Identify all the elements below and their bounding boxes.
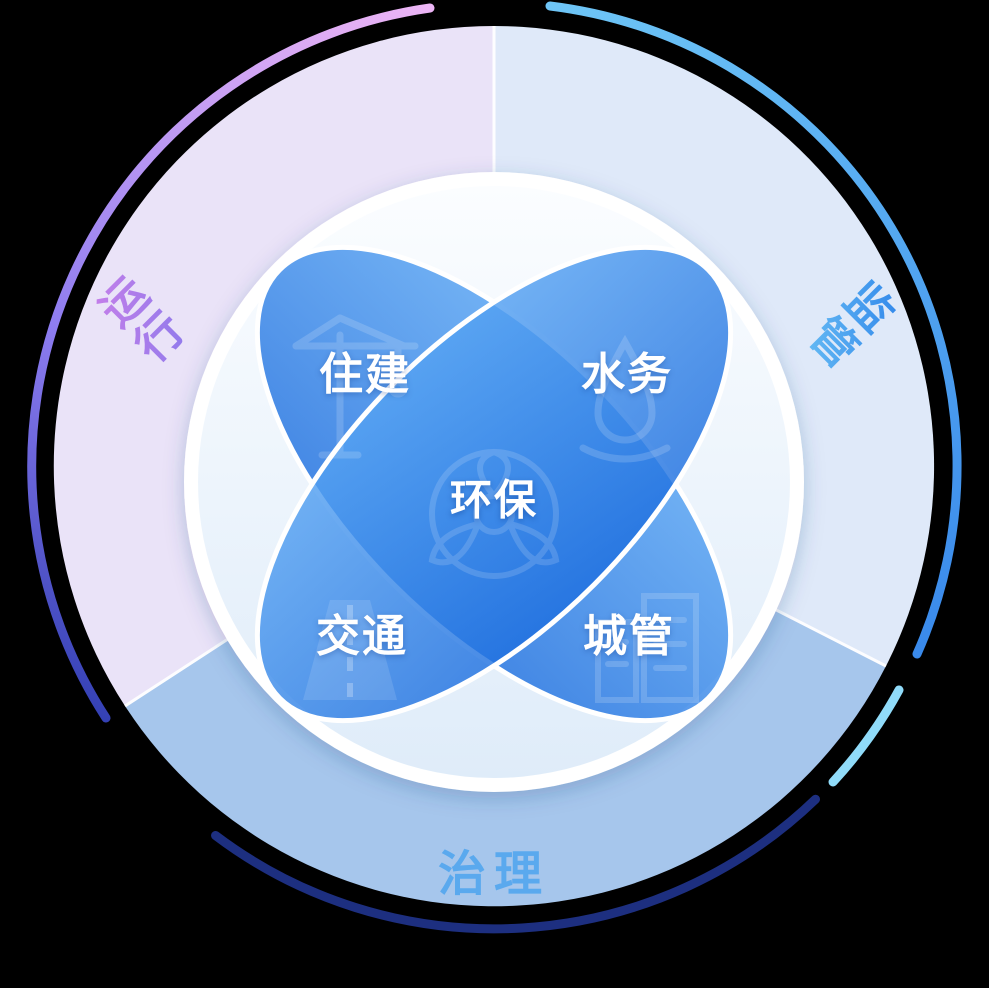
outer-arc-blue bbox=[545, 1, 962, 659]
module-label-zhujian: 住建 bbox=[319, 349, 411, 400]
outer-arc-purple bbox=[27, 3, 435, 723]
outer-decorative-arcs bbox=[27, 1, 962, 934]
road-icon bbox=[303, 600, 397, 700]
sector-label-zhili: 治理 bbox=[437, 846, 551, 902]
center-module-label: 环保 bbox=[449, 475, 539, 525]
module-label-chengguan: 城管 bbox=[583, 611, 675, 662]
outer-arc-cyan bbox=[828, 685, 904, 787]
petal-ellipse-diagonal-2 bbox=[254, 244, 734, 724]
module-label-shuiwu: 水务 bbox=[581, 349, 673, 400]
water-drop-icon bbox=[579, 334, 671, 463]
module-petals bbox=[254, 244, 734, 724]
outer-arc-navy bbox=[211, 794, 821, 934]
crane-icon bbox=[292, 314, 419, 459]
buildings-icon bbox=[595, 593, 699, 703]
petal-icons bbox=[292, 314, 699, 703]
module-label-jiaotong: 交通 bbox=[316, 611, 408, 662]
eco-emblem-icon bbox=[428, 448, 560, 579]
